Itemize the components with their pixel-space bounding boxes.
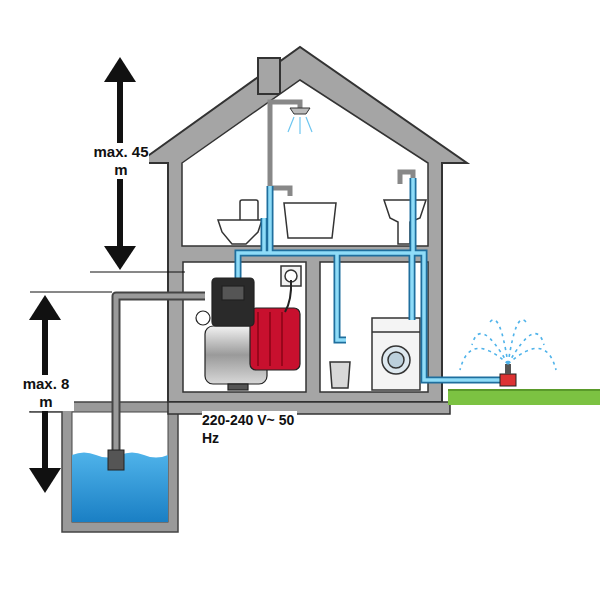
pump [196,278,300,390]
power-cable [285,280,291,312]
well [30,402,178,532]
supply-pipes [238,178,500,380]
suction-pipe [108,296,205,470]
shower-head [290,108,310,114]
shower-spray [288,117,312,134]
dimension-arrows [29,57,185,493]
dimension-label: max. 45 m [93,143,149,179]
house [138,47,600,414]
dimension-label: max. 8 m [18,375,74,411]
dimension-label: 220-240 V~ 50 Hz [202,411,297,447]
tap-pipes [270,102,413,196]
sprinkler [460,320,556,386]
